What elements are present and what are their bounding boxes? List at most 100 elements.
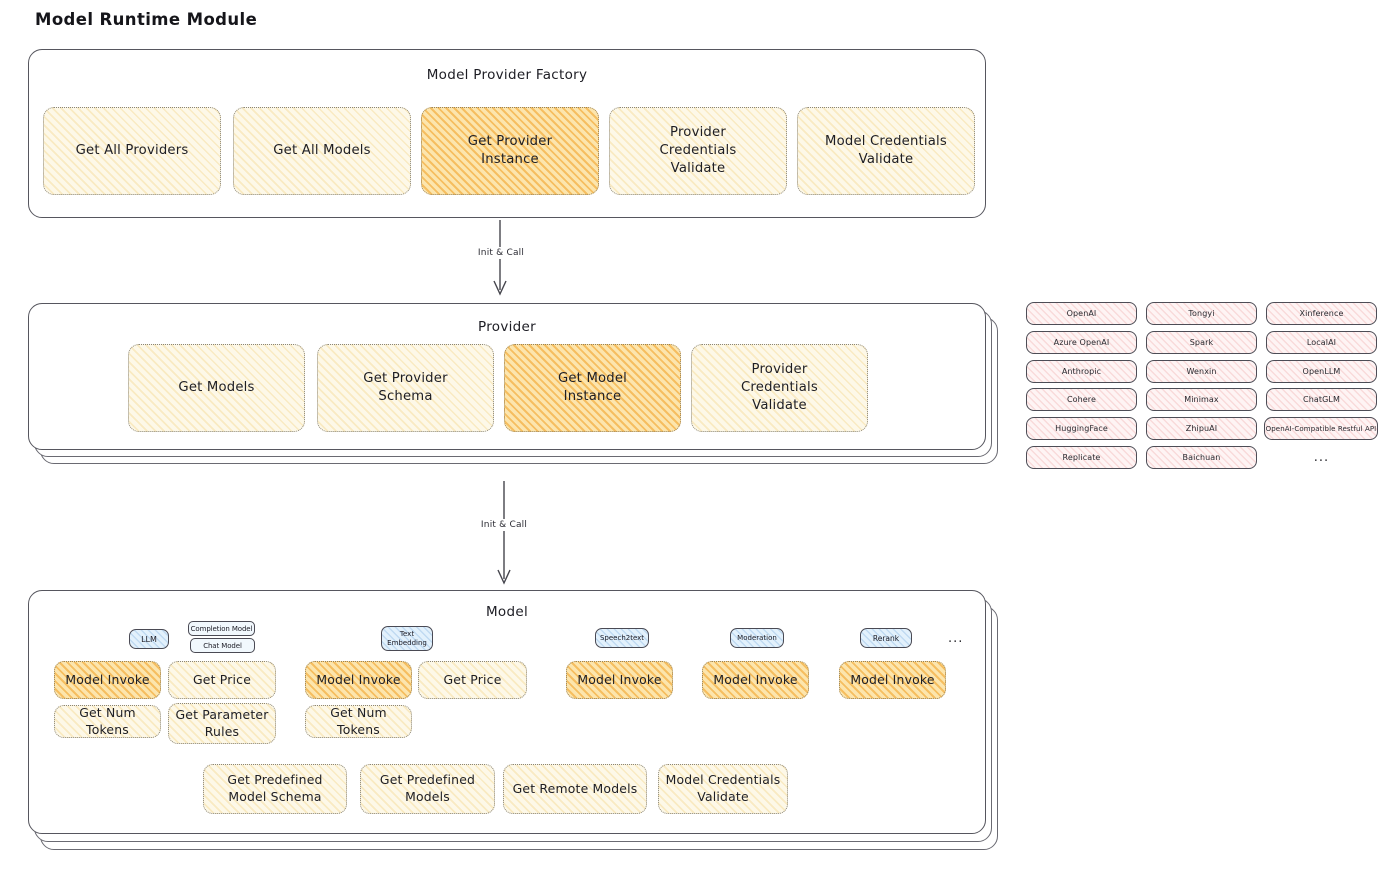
badge-speech2text: Speech2text xyxy=(595,628,649,648)
provider-list-ellipsis: ... xyxy=(1313,450,1330,465)
provider-pill-openai: OpenAI xyxy=(1026,302,1137,325)
pill-label: Xinference xyxy=(1299,309,1344,318)
provider-pill-zhipuai: ZhipuAI xyxy=(1146,417,1257,440)
pill-label: Minimax xyxy=(1184,395,1219,404)
node-te-get-price: Get Price xyxy=(418,661,527,699)
node-label: Get All Models xyxy=(273,143,371,159)
node-get-models: Get Models xyxy=(128,344,305,432)
node-get-all-providers: Get All Providers xyxy=(43,107,221,195)
badge-label: Text Embedding xyxy=(387,630,427,647)
pill-label: Anthropic xyxy=(1061,367,1102,376)
node-get-provider-instance: Get Provider Instance xyxy=(421,107,599,195)
node-moderation-model-invoke: Model Invoke xyxy=(702,661,809,699)
node-get-provider-schema: Get Provider Schema xyxy=(317,344,494,432)
node-label: Provider Credentials Validate xyxy=(659,125,737,176)
node-get-remote-models: Get Remote Models xyxy=(503,764,647,814)
pill-label: Replicate xyxy=(1062,453,1101,462)
model-title: Model xyxy=(485,604,529,620)
provider-pill-openllm: OpenLLM xyxy=(1266,360,1377,383)
provider-pill-wenxin: Wenxin xyxy=(1146,360,1257,383)
node-llm-model-invoke: Model Invoke xyxy=(54,661,161,699)
node-label: Get Price xyxy=(443,671,502,687)
badge-rerank: Rerank xyxy=(860,628,912,648)
provider-title: Provider xyxy=(478,319,536,335)
node-label: Get Num Tokens xyxy=(79,704,136,737)
node-get-model-instance: Get Model Instance xyxy=(504,344,681,432)
node-label: Get Remote Models xyxy=(512,780,638,796)
badge-completion-model: Completion Model xyxy=(188,621,255,636)
provider-pill-tongyi: Tongyi xyxy=(1146,302,1257,325)
node-rerank-model-invoke: Model Invoke xyxy=(839,661,946,699)
node-get-all-models: Get All Models xyxy=(233,107,411,195)
node-te-get-num-tokens: Get Num Tokens xyxy=(305,705,412,738)
provider-pill-spark: Spark xyxy=(1146,331,1257,354)
provider-pill-anthropic: Anthropic xyxy=(1026,360,1137,383)
node-get-predefined-model-schema: Get Predefined Model Schema xyxy=(203,764,347,814)
provider-pill-huggingface: HuggingFace xyxy=(1026,417,1137,440)
provider-pill-xinference: Xinference xyxy=(1266,302,1377,325)
node-provider-credentials-validate-2: Provider Credentials Validate xyxy=(691,344,868,432)
model-types-ellipsis: ... xyxy=(948,631,964,646)
node-te-model-invoke: Model Invoke xyxy=(305,661,412,699)
badge-moderation: Moderation xyxy=(730,628,784,648)
provider-pill-azure-openai: Azure OpenAI xyxy=(1026,331,1137,354)
node-label: Model Invoke xyxy=(850,671,935,687)
provider-pill-chatglm: ChatGLM xyxy=(1266,388,1377,411)
factory-title: Model Provider Factory xyxy=(426,67,588,83)
pill-label: Spark xyxy=(1189,338,1214,347)
node-provider-credentials-validate: Provider Credentials Validate xyxy=(609,107,787,195)
pill-label: ChatGLM xyxy=(1303,395,1340,404)
badge-chat-model: Chat Model xyxy=(190,638,255,653)
badge-label: Speech2text xyxy=(599,634,645,642)
node-llm-get-num-tokens: Get Num Tokens xyxy=(54,705,161,738)
node-label: Get Model Instance xyxy=(557,371,628,404)
node-model-credentials-validate: Model Credentials Validate xyxy=(797,107,975,195)
node-llm-get-price: Get Price xyxy=(168,661,276,699)
node-label: Model Invoke xyxy=(713,671,798,687)
provider-pill-minimax: Minimax xyxy=(1146,388,1257,411)
pill-label: LocalAI xyxy=(1306,338,1337,347)
node-label: Get Num Tokens xyxy=(330,704,387,737)
provider-pill-openai-compatible: OpenAI-Compatible Restful API xyxy=(1264,417,1378,440)
badge-llm: LLM xyxy=(129,629,169,649)
provider-pill-baichuan: Baichuan xyxy=(1146,446,1257,469)
node-label: Model Credentials Validate xyxy=(665,772,781,804)
badge-label: Rerank xyxy=(872,633,900,643)
node-label: Model Invoke xyxy=(577,671,662,687)
node-get-predefined-models: Get Predefined Models xyxy=(360,764,495,814)
arrow-provider-to-model xyxy=(497,481,511,585)
node-label: Model Invoke xyxy=(316,671,401,687)
pill-label: OpenAI xyxy=(1066,309,1097,318)
page-title: Model Runtime Module xyxy=(35,10,258,29)
arrow-label-init-call-1: Init & Call xyxy=(474,247,528,259)
node-label: Get Provider Schema xyxy=(363,371,448,404)
provider-pill-cohere: Cohere xyxy=(1026,388,1137,411)
pill-label: OpenLLM xyxy=(1302,367,1341,376)
provider-pill-replicate: Replicate xyxy=(1026,446,1137,469)
provider-pill-localai: LocalAI xyxy=(1266,331,1377,354)
pill-label: Azure OpenAI xyxy=(1053,338,1110,347)
node-label: Get All Providers xyxy=(75,143,189,159)
pill-label: Baichuan xyxy=(1182,453,1221,462)
node-label: Get Models xyxy=(178,380,255,396)
node-model-credentials-validate-2: Model Credentials Validate xyxy=(658,764,788,814)
node-llm-get-parameter-rules: Get Parameter Rules xyxy=(168,703,276,744)
badge-label: Chat Model xyxy=(203,641,242,650)
pill-label: Cohere xyxy=(1066,395,1097,404)
badge-label: Completion Model xyxy=(190,624,253,633)
node-label: Get Provider Instance xyxy=(467,134,553,167)
pill-label: OpenAI-Compatible Restful API xyxy=(1265,424,1377,433)
pill-label: HuggingFace xyxy=(1055,424,1108,433)
arrow-label-init-call-2: Init & Call xyxy=(477,519,531,531)
node-label: Get Predefined Models xyxy=(379,772,476,804)
node-label: Provider Credentials Validate xyxy=(741,362,818,413)
badge-label: Moderation xyxy=(737,634,777,642)
badge-text-embedding: Text Embedding xyxy=(381,626,433,651)
node-label: Get Parameter Rules xyxy=(175,706,269,739)
node-label: Model Invoke xyxy=(65,671,150,687)
node-label: Model Credentials Validate xyxy=(825,134,947,167)
pill-label: ZhipuAI xyxy=(1185,424,1218,433)
node-label: Get Price xyxy=(192,671,252,687)
pill-label: Wenxin xyxy=(1186,367,1217,376)
